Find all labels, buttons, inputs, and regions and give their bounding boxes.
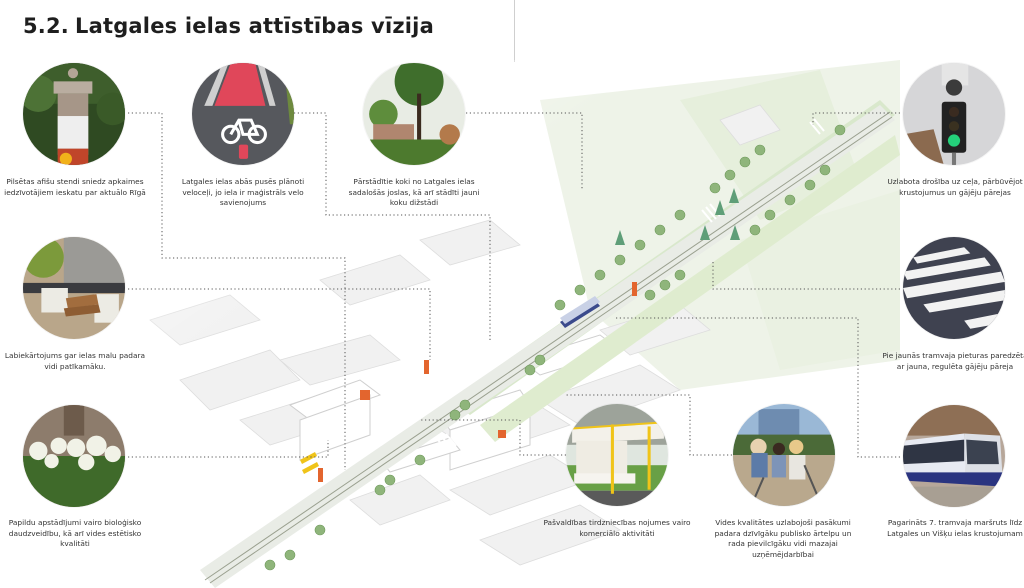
caption-bike-lanes: Latgales ielas abās pusēs plānoti veloce… [181,177,305,208]
page-divider [514,0,515,62]
page-title: 5.2.Latgales ielas attīstības vīzija [23,14,434,38]
caption-trees: Pārstādītie koki no Latgales ielas sadal… [348,177,480,208]
hydrangea-planting-photo [23,405,125,507]
caption-kiosks: Pašvaldības tirdzniecības nojumes vairo … [543,518,691,538]
traffic-light-photo [903,63,1005,165]
caption-road-safety: Uzlabota drošība uz ceļa, pārbūvējot kru… [887,177,1023,197]
caption-street-furniture: Labiekārtojums gar ielas malu padara vid… [4,351,146,371]
bike-lane-photo [192,63,294,165]
section-number: 5.2. [23,14,69,38]
caption-extra-planting: Papildu apstādījumi vairo bioloģisko dau… [8,518,142,549]
street-trees-photo [363,63,465,165]
zebra-crossing-photo [903,237,1005,339]
kiosk-pavilion-photo [566,404,668,506]
section-title: Latgales ielas attīstības vīzija [75,14,434,38]
caption-pedestrian-crossing: Pie jaunās tramvaja pieturas paredzēta a… [882,351,1024,371]
caption-poster-stands: Pilsētas afišu stendi sniedz apkaimes ie… [4,177,146,197]
outdoor-cafe-photo [733,404,835,506]
bench-planter-photo [23,237,125,339]
caption-tram-route: Pagarināts 7. tramvaja maršruts līdz Lat… [887,518,1023,538]
advertising-column-photo [23,63,125,165]
caption-public-space: Vides kvalitātes uzlabojoši pasākumi pad… [714,518,852,559]
tram-photo [903,405,1005,507]
